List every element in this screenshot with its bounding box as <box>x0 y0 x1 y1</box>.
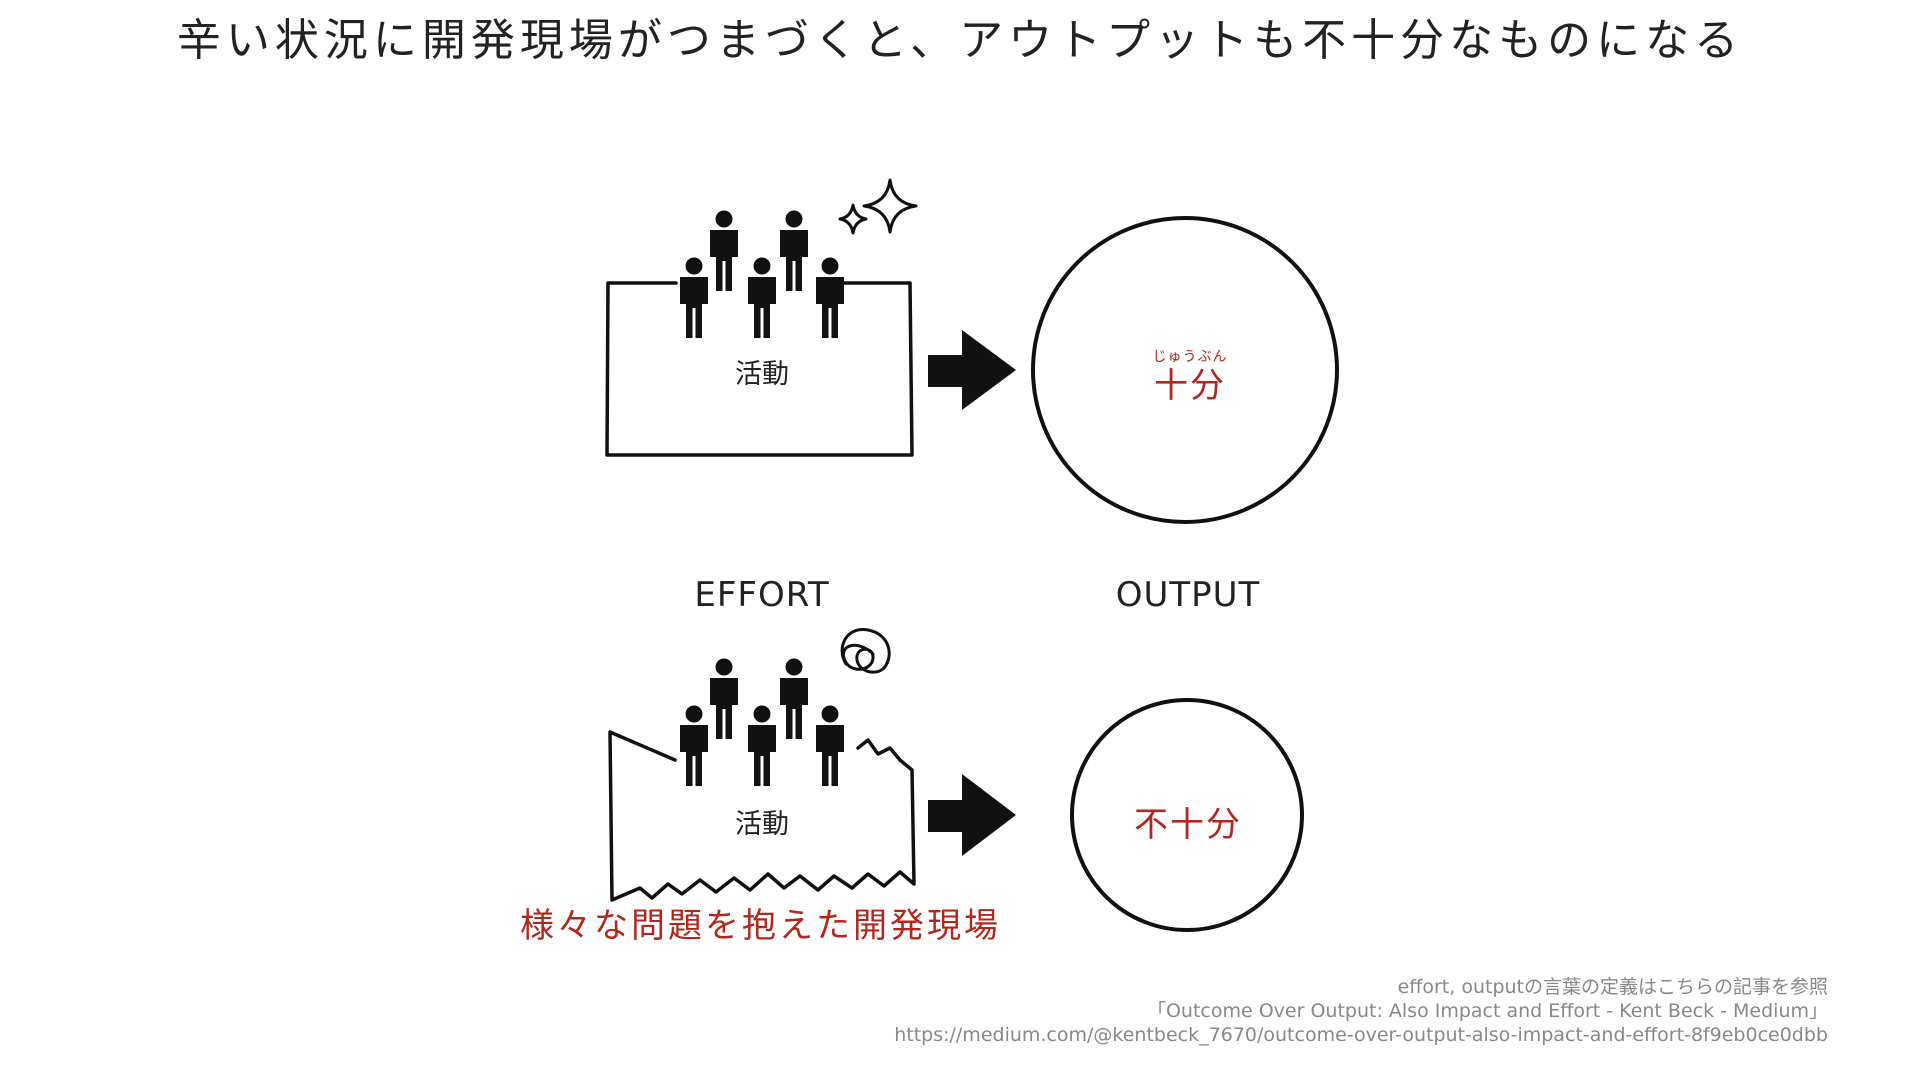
output-value-top: 十分 <box>1154 366 1226 406</box>
arrow-right-icon <box>928 330 1016 410</box>
activity-label-bottom: 活動 <box>735 809 789 840</box>
output-heading: OUTPUT <box>1115 575 1261 615</box>
person-group-icon <box>680 659 844 787</box>
person-group-icon <box>680 211 844 339</box>
dizzy-swirl-icon <box>840 628 891 674</box>
output-circle-top <box>1031 216 1339 524</box>
arrow-right-icon <box>928 774 1016 856</box>
source-line-1: effort, outputの言葉の定義はこちらの記事を参照 <box>1397 976 1828 998</box>
page-title: 辛い状況に開発現場がつまづくと、アウトプットも不十分なものになる <box>176 15 1744 66</box>
problem-caption: 様々な問題を抱えた開発現場 <box>520 906 1001 946</box>
effort-heading: EFFORT <box>694 575 830 615</box>
output-value-bottom: 不十分 <box>1134 805 1242 845</box>
source-line-2: 「Outcome Over Output: Also Impact and Ef… <box>1146 1000 1828 1022</box>
effort-box-bottom-broken <box>608 730 916 902</box>
activity-label-top: 活動 <box>735 359 789 390</box>
sparkle-icon <box>838 178 918 235</box>
output-circle-bottom <box>1070 698 1304 932</box>
output-ruby-top: じゅうぶん <box>1152 349 1228 365</box>
source-citation: effort, outputの言葉の定義はこちらの記事を参照 「Outcome … <box>894 975 1828 1047</box>
effort-box-top <box>605 281 914 457</box>
source-url[interactable]: https://medium.com/@kentbeck_7670/outcom… <box>894 1024 1828 1046</box>
